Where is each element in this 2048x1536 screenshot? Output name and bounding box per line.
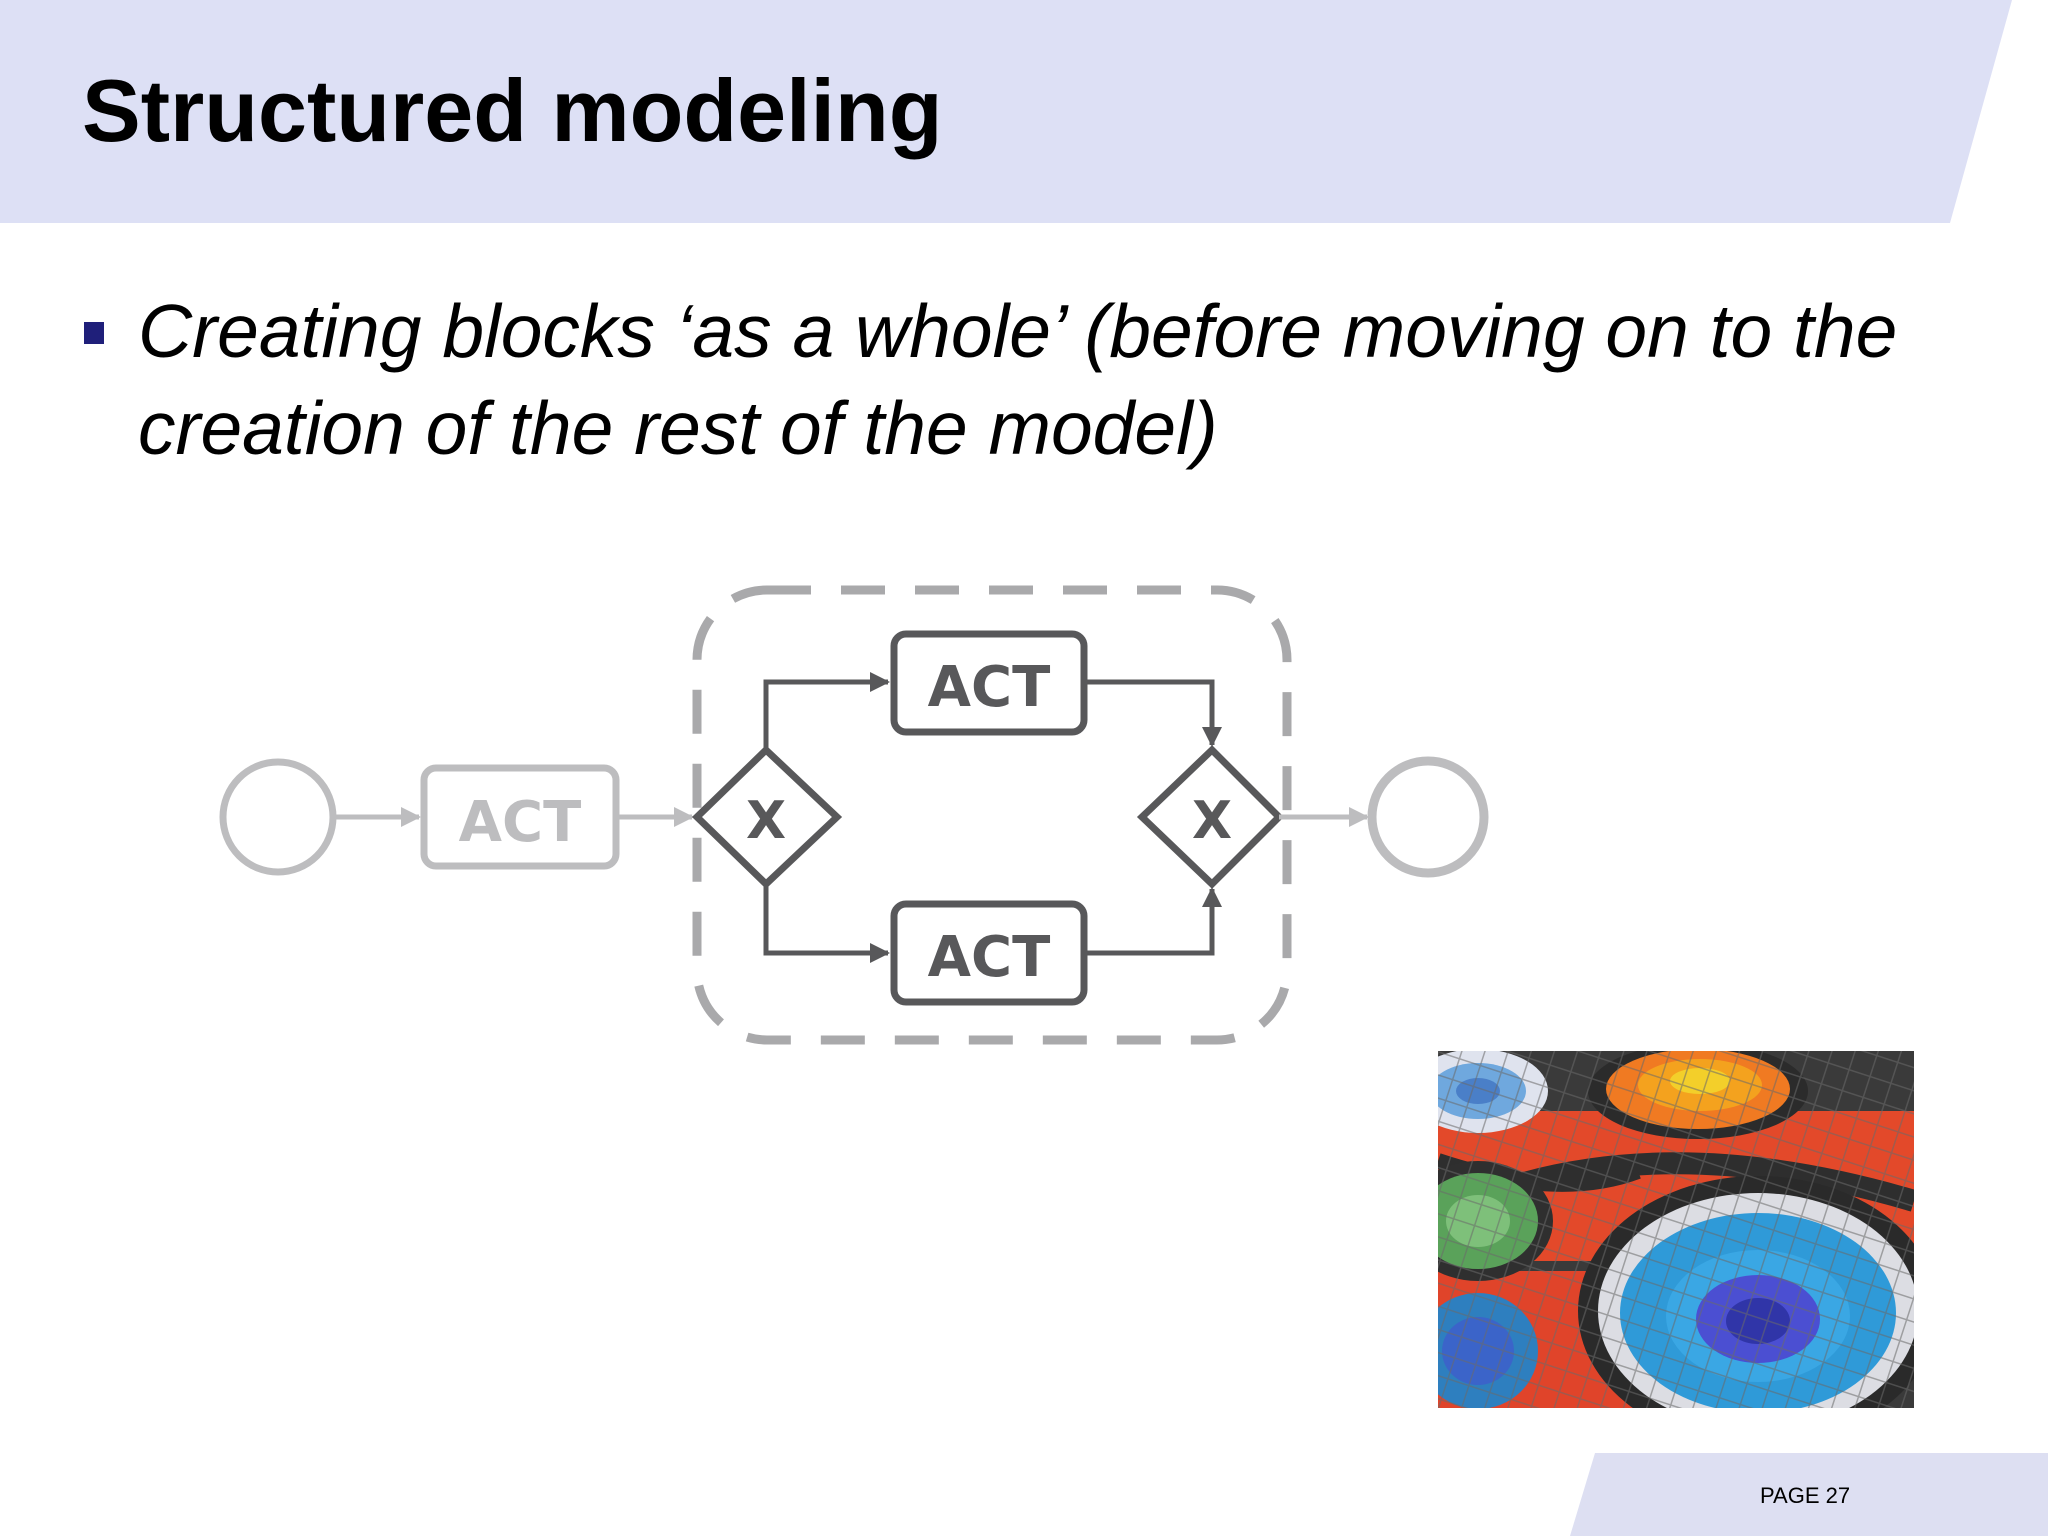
page-number: PAGE 27 — [1760, 1483, 1850, 1509]
flow-lower-to-join — [1084, 889, 1212, 953]
start-event — [223, 762, 333, 872]
flow-upper-to-join — [1084, 682, 1212, 745]
outer-activity-label: ACT — [459, 790, 582, 855]
split-gateway-label: X — [746, 791, 786, 851]
flow-split-to-lower — [766, 884, 888, 953]
mosaic-photo — [1438, 1051, 1914, 1408]
end-event — [1372, 761, 1484, 873]
join-gateway-label: X — [1192, 791, 1232, 851]
lower-activity-label: ACT — [928, 925, 1051, 990]
flow-split-to-upper — [766, 682, 888, 750]
upper-activity-label: ACT — [928, 655, 1051, 720]
